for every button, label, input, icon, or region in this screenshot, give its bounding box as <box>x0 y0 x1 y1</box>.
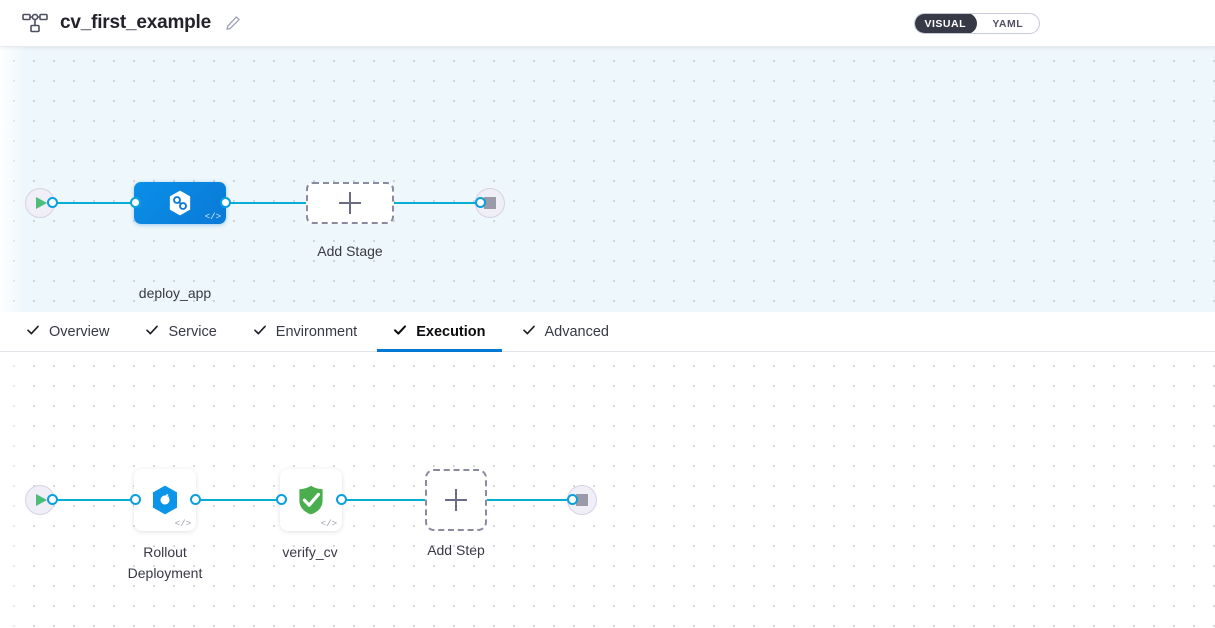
check-icon <box>253 323 267 341</box>
tab-execution[interactable]: Execution <box>377 312 502 352</box>
header-left-group: cv_first_example <box>0 12 241 34</box>
check-icon <box>145 323 159 341</box>
port-rollout-in[interactable] <box>130 494 141 505</box>
port-end-in[interactable] <box>475 197 486 208</box>
tab-service[interactable]: Service <box>129 312 232 351</box>
edge-start-to-deploy <box>52 202 136 204</box>
app-header: cv_first_example VISUAL YAML <box>0 0 1215 47</box>
edge-rollout-to-verify <box>196 499 284 501</box>
view-mode-toggle[interactable]: VISUAL YAML <box>914 13 1040 34</box>
tab-label-service: Service <box>168 323 217 340</box>
stage-config-tabs[interactable]: Overview Service Environment Execution A… <box>0 312 1215 352</box>
step-label-rollout-deployment: Rollout Deployment <box>127 544 203 581</box>
tab-environment[interactable]: Environment <box>237 312 373 351</box>
tab-label-execution: Execution <box>416 323 486 340</box>
tab-label-environment: Environment <box>275 323 358 340</box>
edge-start-to-rollout <box>52 499 138 501</box>
port-verify-out[interactable] <box>336 494 347 505</box>
page-title: cv_first_example <box>60 12 212 33</box>
tab-label-advanced: Advanced <box>544 323 610 340</box>
add-step-label: Add Step <box>427 542 485 558</box>
edit-pencil-icon[interactable] <box>225 15 241 31</box>
canvas-dot-grid <box>0 352 1215 628</box>
add-stage-button[interactable] <box>306 182 394 224</box>
step-canvas[interactable]: </> Rollout Deployment </> verify_cv Add… <box>0 352 1215 628</box>
step-end-node[interactable] <box>567 485 597 515</box>
stop-icon <box>576 494 588 506</box>
stage-label-deploy-app: deploy_app <box>138 285 212 301</box>
add-step-button[interactable] <box>425 469 487 531</box>
check-icon <box>393 323 407 341</box>
stage-canvas[interactable]: </> deploy_app Add Stage <box>0 47 1215 312</box>
green-shield-check-icon <box>299 485 323 515</box>
step-code-badge: </> <box>320 519 337 529</box>
stage-end-node[interactable] <box>475 188 505 218</box>
kubernetes-rollout-icon <box>153 485 177 515</box>
plus-icon <box>339 192 361 214</box>
step-label-verify-cv: verify_cv <box>282 544 338 560</box>
step-code-badge: </> <box>174 519 191 529</box>
port-step-start-out[interactable] <box>47 494 58 505</box>
stage-node-deploy-app[interactable]: </> <box>134 182 226 224</box>
port-deploy-in[interactable] <box>130 197 141 208</box>
tab-advanced[interactable]: Advanced <box>506 312 626 351</box>
play-icon <box>36 197 47 209</box>
edge-addstep-to-end <box>486 499 578 501</box>
port-step-end-in[interactable] <box>567 494 578 505</box>
port-verify-in[interactable] <box>276 494 287 505</box>
check-icon <box>26 323 40 341</box>
toggle-option-visual[interactable]: VISUAL <box>915 14 977 33</box>
stage-code-badge: </> <box>204 212 221 222</box>
canvas-dot-grid <box>0 47 1215 312</box>
play-icon <box>36 494 47 506</box>
port-deploy-out[interactable] <box>220 197 231 208</box>
port-start-out[interactable] <box>47 197 58 208</box>
stop-icon <box>484 197 496 209</box>
harness-hexagon-icon <box>169 190 191 216</box>
edge-verify-to-addstep <box>342 499 426 501</box>
tab-overview[interactable]: Overview <box>10 312 125 351</box>
toggle-option-yaml[interactable]: YAML <box>992 17 1024 30</box>
add-stage-label: Add Stage <box>317 243 383 259</box>
tab-label-overview: Overview <box>49 323 110 340</box>
edge-deploy-to-addstage <box>226 202 308 204</box>
port-rollout-out[interactable] <box>190 494 201 505</box>
step-node-verify-cv[interactable]: </> <box>280 469 342 531</box>
plus-icon <box>445 489 467 511</box>
edge-addstage-to-end <box>392 202 484 204</box>
check-icon <box>522 323 536 341</box>
pipeline-tree-icon <box>22 12 48 34</box>
step-node-rollout-deployment[interactable]: </> <box>134 469 196 531</box>
